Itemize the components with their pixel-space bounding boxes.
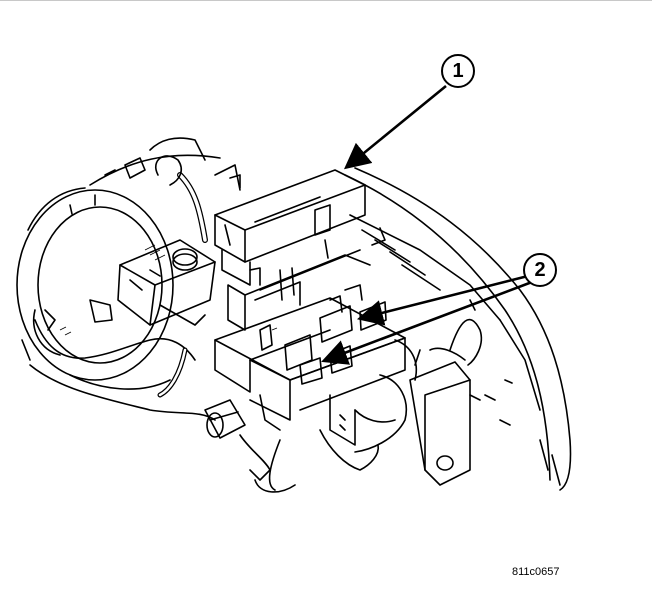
brake-booster xyxy=(16,187,174,381)
master-cylinder xyxy=(117,239,216,326)
shading-hatch xyxy=(59,244,278,336)
wire-harness-left xyxy=(34,319,196,361)
fender-inner-line xyxy=(344,174,551,481)
callout-2: 2 xyxy=(523,253,557,287)
callout-1-label: 1 xyxy=(452,59,464,82)
connector-plug xyxy=(204,399,296,493)
top-border xyxy=(0,0,652,1)
fender-outline xyxy=(354,167,572,491)
callout-2-label: 2 xyxy=(534,258,546,281)
power-module-cover xyxy=(214,169,366,286)
wire-harness-right xyxy=(354,374,407,453)
callout-1-leader xyxy=(343,84,447,170)
strut-mount-bracket xyxy=(409,318,483,486)
callout-2-leader-b xyxy=(321,280,533,365)
callout-2-leader-a xyxy=(356,274,529,326)
figure-id: 811c0657 xyxy=(512,566,560,578)
callout-1: 1 xyxy=(441,54,475,88)
callout-leaders xyxy=(321,84,533,365)
power-module-base xyxy=(227,249,371,331)
